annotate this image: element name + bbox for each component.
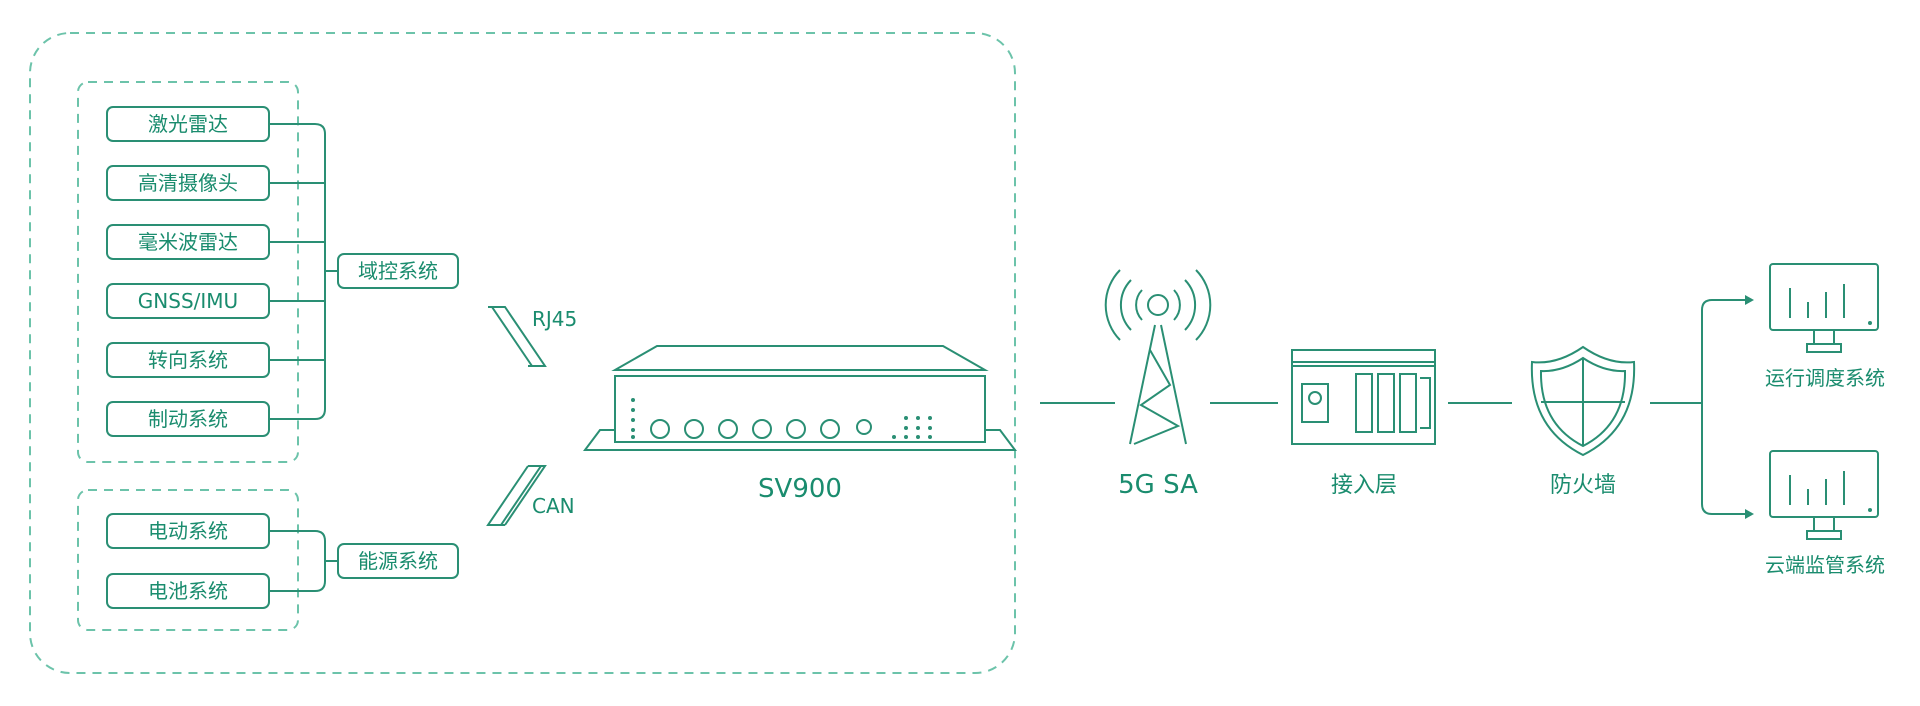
monitor-chart-icon: [1769, 450, 1879, 540]
sensor-hd-camera-label: 高清摄像头: [138, 171, 238, 195]
signal-tower-icon: [1104, 269, 1212, 445]
sensor-lidar: 激光雷达: [106, 106, 270, 142]
energy-item-list: 电动系统 电池系统: [106, 513, 270, 609]
rj45-label: RJ45: [532, 307, 577, 331]
sensor-braking: 制动系统: [106, 401, 270, 437]
energy-group-label: 能源系统: [358, 549, 438, 573]
energy-battery-label: 电池系统: [148, 579, 228, 603]
domain-group-box: 域控系统: [337, 253, 459, 289]
gateway-label: SV900: [758, 474, 842, 504]
arrow-right-icon: [1745, 295, 1754, 305]
sensor-braking-label: 制动系统: [148, 407, 228, 431]
domain-bracket: [269, 123, 338, 420]
rj45-link-icon: [488, 306, 547, 367]
sensor-steering-label: 转向系统: [148, 348, 228, 372]
sensor-steering: 转向系统: [106, 342, 270, 378]
sensor-lidar-label: 激光雷达: [148, 112, 228, 136]
router-icon: [583, 345, 1017, 451]
energy-electric-drive: 电动系统: [106, 513, 270, 549]
domain-group-boundary: [77, 81, 299, 463]
shield-icon: [1530, 345, 1636, 457]
arrow-right-icon: [1745, 509, 1754, 519]
monitor-chart-icon: [1769, 263, 1879, 353]
sensor-gnss-imu: GNSS/IMU: [106, 283, 270, 319]
access-label: 接入层: [1331, 473, 1397, 498]
domain-sensor-list: 激光雷达 高清摄像头 毫米波雷达 GNSS/IMU 转向系统 制动系统: [106, 106, 270, 437]
sensor-gnss-imu-label: GNSS/IMU: [138, 289, 238, 313]
energy-electric-drive-label: 电动系统: [148, 519, 228, 543]
tower-label: 5G SA: [1118, 470, 1198, 500]
can-label: CAN: [532, 494, 575, 518]
energy-battery: 电池系统: [106, 573, 270, 609]
energy-group-boundary: [77, 489, 299, 631]
monitor-bottom-label: 云端监管系统: [1765, 553, 1885, 577]
vehicle-boundary: [29, 32, 1016, 674]
sensor-mmwave-radar-label: 毫米波雷达: [138, 230, 238, 254]
monitor-top-label: 运行调度系统: [1765, 366, 1885, 390]
firewall-label: 防火墙: [1550, 473, 1616, 498]
energy-group-box: 能源系统: [337, 543, 459, 579]
energy-bracket: [269, 530, 338, 592]
sensor-mmwave-radar: 毫米波雷达: [106, 224, 270, 260]
domain-group-label: 域控系统: [358, 259, 438, 283]
can-link-icon: [486, 465, 547, 526]
server-rack-icon: [1291, 349, 1436, 445]
split-connector: [1701, 299, 1745, 515]
sensor-hd-camera: 高清摄像头: [106, 165, 270, 201]
